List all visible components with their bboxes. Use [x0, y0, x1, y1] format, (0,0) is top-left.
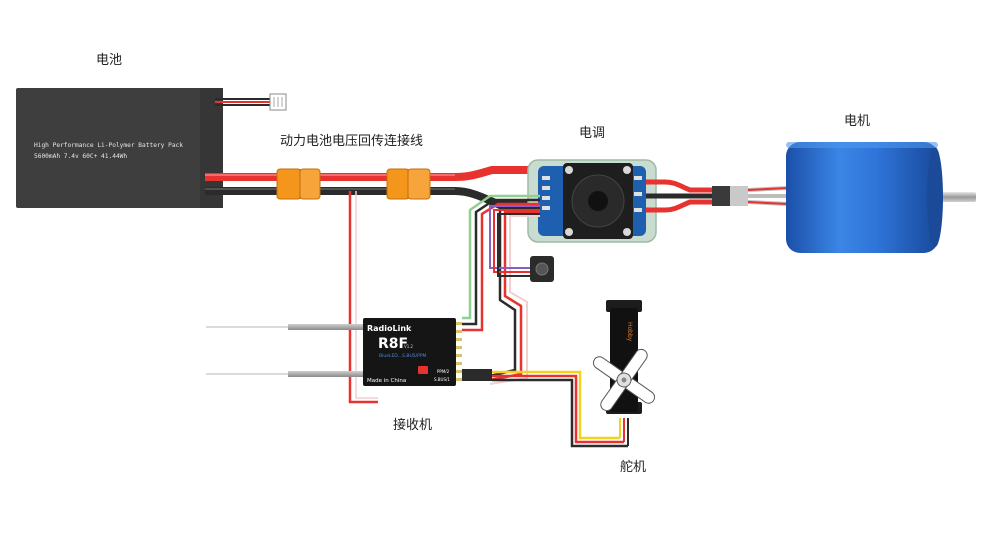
program-button-cap — [535, 262, 549, 276]
battery-body — [16, 88, 223, 208]
receiver-mode: BlueLED...S.BUS/PPM — [379, 353, 427, 359]
xt60-connector-left — [276, 168, 321, 200]
fan-screw-icon — [565, 166, 631, 236]
motor-phase-wires — [646, 179, 789, 213]
label-receiver: 接收机 — [393, 417, 432, 433]
balance-lead — [215, 93, 287, 111]
servo-lead — [492, 370, 629, 448]
receiver-case — [363, 318, 456, 386]
receiver-pin-header — [456, 322, 462, 381]
receiver-brand: RadioLink — [367, 324, 412, 333]
battery: High Performance Li-Polymer Battery Pack… — [16, 88, 223, 208]
receiver-version: V1.2 — [404, 344, 414, 349]
servo-horn — [592, 348, 656, 412]
servo: Hobby — [592, 300, 656, 414]
label-battery: 电池 — [96, 53, 122, 68]
servo-plug-receiver — [462, 369, 492, 381]
main-power-wires — [205, 166, 530, 209]
motor-can — [786, 142, 938, 253]
label-balance-lead: 动力电池电压回传连接线 — [280, 133, 423, 149]
receiver-port-sbus: S.BUS/1 — [434, 377, 450, 382]
receiver-bind-button[interactable] — [418, 366, 428, 374]
esc-program-lead — [489, 205, 554, 282]
receiver-made-in: Made in China — [367, 378, 406, 384]
motor — [786, 142, 976, 253]
voltage-telemetry-wire — [348, 191, 378, 404]
receiver-antenna-top — [206, 324, 364, 330]
receiver-port-ppm: PPM/2 — [437, 369, 450, 374]
label-motor: 电机 — [844, 114, 870, 129]
label-servo: 舵机 — [620, 460, 646, 475]
xt60-connector-right — [386, 168, 431, 200]
battery-spec-line1: High Performance Li-Polymer Battery Pack — [34, 142, 183, 149]
battery-spec-line2: 5600mAh 7.4v 60C+ 41.44Wh — [34, 153, 127, 160]
label-esc: 电调 — [579, 126, 605, 141]
servo-brand: Hobby — [626, 322, 633, 342]
receiver-antenna-bottom — [206, 371, 364, 377]
receiver: RadioLink R8F V1.2 BlueLED...S.BUS/PPM M… — [206, 318, 492, 386]
receiver-model: R8F — [378, 336, 408, 352]
esc — [527, 159, 657, 243]
